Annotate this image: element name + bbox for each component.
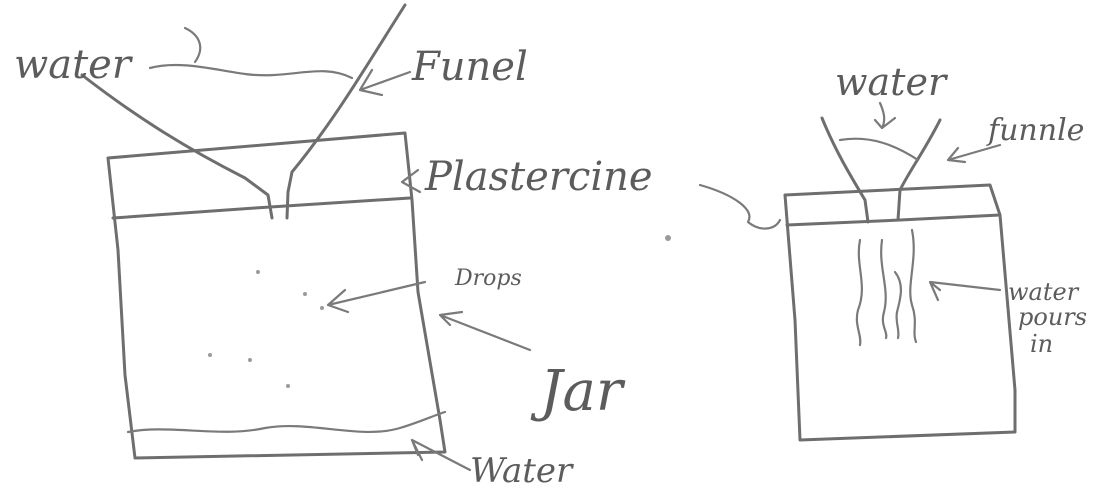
right-water-label: water	[835, 60, 949, 104]
pour-line	[909, 228, 918, 344]
stray-mark	[665, 235, 671, 241]
right-pours-arrow	[928, 280, 1002, 302]
right-pouring-water	[855, 228, 918, 347]
left-funnel-label: Funel	[411, 44, 528, 90]
drop	[256, 270, 260, 274]
left-plasticine-line	[111, 196, 412, 220]
drop	[248, 358, 252, 362]
left-funnel-arrow	[358, 68, 412, 97]
left-diagram: water Funel Drops Jar Water	[14, 3, 626, 491]
left-funnel	[80, 3, 407, 220]
right-funnel-arrow	[946, 143, 1002, 164]
right-funnel-label: funnle	[986, 113, 1084, 148]
drop	[286, 384, 290, 388]
pour-line	[880, 238, 888, 340]
right-plasticine-line	[785, 213, 1002, 227]
left-drops-arrow	[326, 280, 427, 314]
pour-line	[855, 238, 863, 347]
right-pours-label-line2: pours	[1018, 303, 1087, 331]
plasticine-label: Plastercine	[424, 154, 653, 200]
plasticine-pointer	[698, 183, 782, 230]
drop	[208, 353, 212, 357]
left-jar-label: Jar	[530, 359, 626, 424]
left-water-bottom-label: Water	[470, 451, 574, 491]
right-diagram: water funnle water pours in	[783, 60, 1087, 442]
right-funnel-water-surface	[838, 137, 920, 162]
pour-line	[893, 270, 902, 340]
right-pours-label-line3: in	[1030, 330, 1053, 358]
left-jar-arrow	[438, 310, 532, 352]
right-water-pointer	[873, 101, 897, 130]
left-jar-outline	[106, 131, 447, 460]
right-jar-outline	[783, 183, 1017, 442]
left-funnel-water-surface	[148, 63, 354, 80]
right-funnel	[820, 116, 942, 224]
left-water-bottom-arrow	[410, 438, 472, 472]
drop	[303, 292, 307, 296]
drop	[320, 306, 324, 310]
left-drops	[208, 270, 324, 388]
left-water-label: water	[14, 42, 134, 88]
plasticine-callout: Plastercine	[400, 154, 782, 241]
plasticine-arrow	[400, 168, 422, 194]
left-water-pointer	[183, 26, 202, 64]
right-pours-label-line1: water	[1008, 278, 1080, 306]
left-water-bottom-surface	[126, 410, 447, 434]
left-drops-label: Drops	[454, 266, 522, 291]
